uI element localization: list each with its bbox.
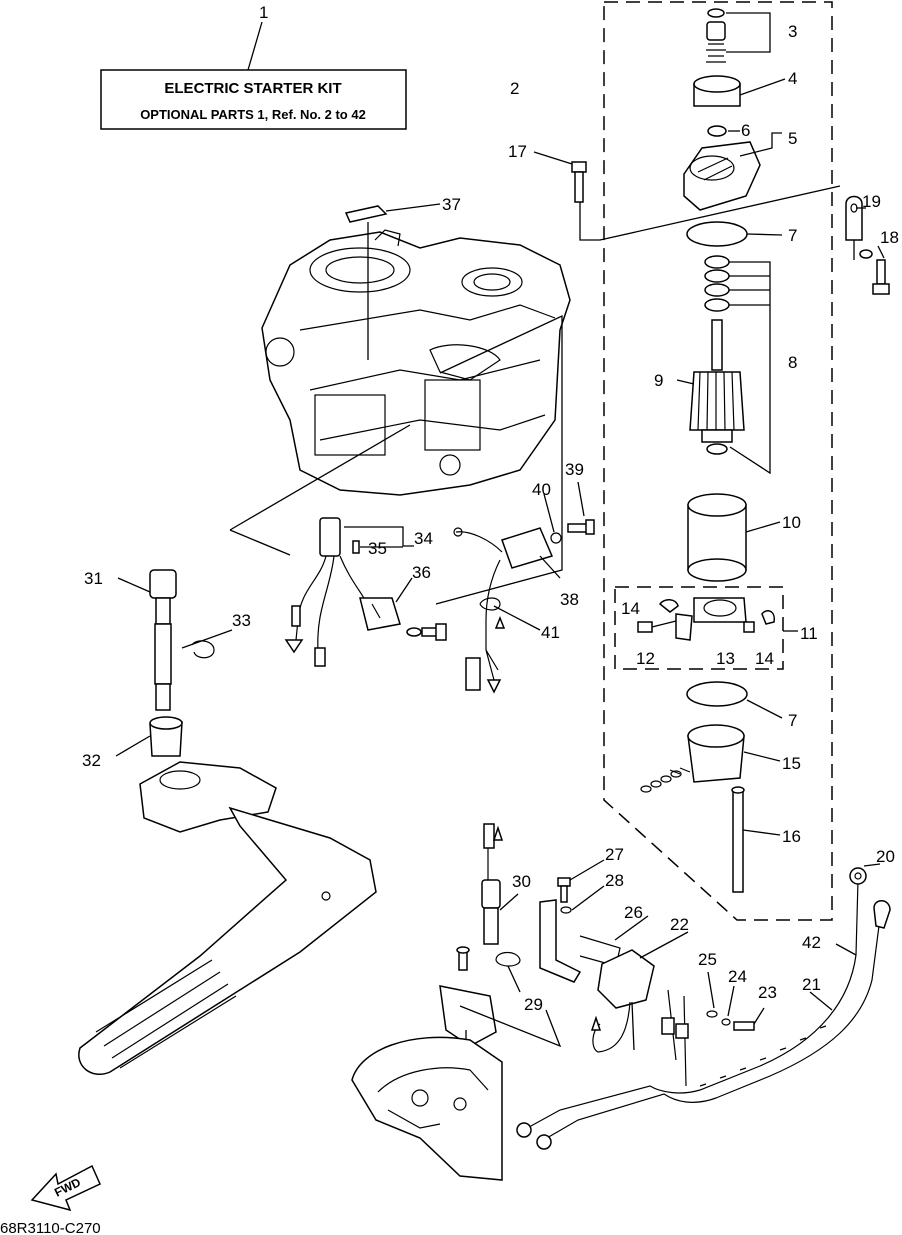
callout-33: 33 [232, 611, 251, 630]
callout-34: 34 [414, 529, 433, 548]
part-34-harness [284, 517, 414, 667]
part-23-bolt [733, 1007, 765, 1031]
callout-42: 42 [802, 933, 821, 952]
callout-9: 9 [654, 371, 663, 390]
callout-21: 21 [802, 975, 821, 994]
kit-label-title: ELECTRIC STARTER KIT [164, 80, 341, 97]
callout-6: 6 [741, 121, 750, 140]
callout-17: 17 [508, 142, 527, 161]
part-36-relay [359, 577, 447, 641]
callout-8: 8 [788, 353, 797, 372]
part-19-terminal [845, 195, 866, 260]
part-27-bolt [557, 859, 605, 903]
callout-20: 20 [876, 847, 895, 866]
part-41-clamp [479, 597, 541, 631]
part-39-bolt [567, 481, 595, 535]
callout-13: 13 [716, 649, 735, 668]
callout-18: 18 [880, 228, 899, 247]
callout-14b: 14 [755, 649, 774, 668]
part-28-washer [560, 885, 605, 914]
part-24-washer [721, 985, 735, 1026]
part-37-terminal-cap [344, 203, 441, 360]
callout-3: 3 [788, 22, 797, 41]
callout-30: 30 [512, 872, 531, 891]
callout-32: 32 [82, 751, 101, 770]
callout-2: 2 [510, 79, 519, 98]
callout-23: 23 [758, 983, 777, 1002]
callout-22: 22 [670, 915, 689, 934]
callout-37: 37 [442, 195, 461, 214]
callout-4: 4 [788, 69, 797, 88]
callout-31: 31 [84, 569, 103, 588]
tiller-handle [78, 761, 377, 1075]
callout-27: 27 [605, 845, 624, 864]
kit-label-subtitle: OPTIONAL PARTS 1, Ref. No. 2 to 42 [140, 107, 366, 122]
part-38-rectifier [453, 527, 561, 694]
part-17-bolt [533, 151, 841, 241]
part-26-bracket [539, 899, 649, 983]
part-40-washer [543, 493, 562, 544]
callout-40: 40 [532, 480, 551, 499]
brush-set-box [614, 586, 784, 670]
callout-41: 41 [541, 623, 560, 642]
callout-1: 1 [259, 3, 268, 22]
callout-5: 5 [788, 129, 797, 148]
engine-block [261, 229, 571, 496]
callout-28: 28 [605, 871, 624, 890]
callout-26: 26 [624, 903, 643, 922]
callout-15: 15 [782, 754, 801, 773]
part-29-clip [495, 951, 521, 993]
starter-motor-boundary [603, 1, 833, 921]
callout-29: 29 [524, 995, 543, 1014]
part-18-bolt [859, 245, 890, 295]
callout-7b: 7 [788, 711, 797, 730]
part-25-washer [706, 971, 718, 1018]
callout-16: 16 [782, 827, 801, 846]
part-35-fuse [352, 540, 360, 554]
callout-12: 12 [636, 649, 655, 668]
callout-24: 24 [728, 967, 747, 986]
callout-19: 19 [862, 192, 881, 211]
fwd-direction-badge: FWD [30, 1164, 101, 1212]
callout-35: 35 [368, 539, 387, 558]
callout-25: 25 [698, 950, 717, 969]
callout-36: 36 [412, 563, 431, 582]
part-33-clip [181, 629, 233, 659]
callout-11: 11 [800, 624, 818, 643]
part-22-regulator [590, 931, 689, 1053]
starter-motor-assembly [614, 8, 798, 893]
kit-label-box: ELECTRIC STARTER KIT OPTIONAL PARTS 1, R… [100, 21, 407, 130]
part-30-switch [481, 823, 519, 945]
drawing-code: 68R3110-C270 [0, 1220, 101, 1235]
bottom-cowling [351, 1036, 503, 1181]
callout-10: 10 [782, 513, 801, 532]
battery-cables [516, 863, 891, 1150]
part-31-stop-switch [117, 569, 177, 711]
callout-39: 39 [565, 460, 584, 479]
part-32-grommet [115, 716, 183, 757]
callout-14a: 14 [621, 599, 640, 618]
callout-7a: 7 [788, 226, 797, 245]
callout-38: 38 [560, 590, 579, 609]
